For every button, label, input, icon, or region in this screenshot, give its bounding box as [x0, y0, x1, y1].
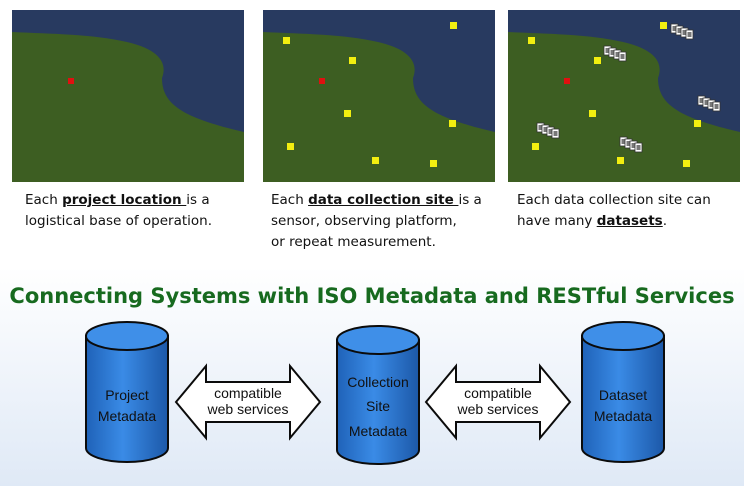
site-marker: [532, 143, 539, 150]
site-marker: [694, 120, 701, 127]
site-marker: [372, 157, 379, 164]
arrow-label: compatible: [464, 385, 532, 401]
site-marker: [589, 110, 596, 117]
caption-data-collection-site: Each data collection site is a sensor, o…: [271, 192, 482, 250]
site-marker: [283, 37, 290, 44]
site-marker: [528, 37, 535, 44]
project-marker: [68, 78, 74, 84]
land: [263, 32, 495, 182]
site-marker: [594, 57, 601, 64]
metadata-diagram: Project Metadata Collection Site Metadat…: [85, 321, 665, 465]
double-arrow-compatible-web-services: compatible web services: [424, 363, 572, 441]
land: [12, 32, 244, 182]
site-marker: [617, 157, 624, 164]
cylinder-project-metadata: Project Metadata: [85, 321, 169, 463]
site-marker: [344, 110, 351, 117]
highlight-term: datasets: [596, 213, 663, 229]
cylinder-dataset-metadata: Dataset Metadata: [581, 321, 665, 463]
site-marker: [450, 22, 457, 29]
land: [508, 32, 740, 182]
site-marker: [449, 120, 456, 127]
headline: Connecting Systems with ISO Metadata and…: [9, 284, 735, 308]
highlight-term: data collection site: [308, 192, 459, 208]
double-arrow-compatible-web-services: compatible web services: [174, 363, 322, 441]
arrow-label: web services: [457, 401, 539, 417]
cylinder-label: Site: [366, 398, 390, 414]
cylinder-label: Collection: [347, 374, 408, 390]
cylinder-label: Metadata: [349, 423, 408, 439]
cylinder-label: Dataset: [599, 387, 647, 403]
highlight-term: project location: [62, 192, 187, 208]
site-marker: [287, 143, 294, 150]
site-marker: [683, 160, 690, 167]
cylinder-collection-site-metadata: Collection Site Metadata: [336, 325, 420, 465]
site-marker: [660, 22, 667, 29]
project-marker: [319, 78, 325, 84]
map-panel-project-location: [12, 10, 244, 182]
arrow-label: compatible: [214, 385, 282, 401]
cylinder-label: Metadata: [594, 408, 653, 424]
map-panel-data-collection-sites: [263, 10, 495, 182]
project-marker: [564, 78, 570, 84]
caption-datasets: Each data collection site can have many …: [517, 192, 711, 229]
cylinder-label: Metadata: [98, 408, 157, 424]
caption-project-location: Each project location is a logistical ba…: [25, 192, 213, 229]
site-marker: [430, 160, 437, 167]
site-marker: [349, 57, 356, 64]
cylinder-label: Project: [105, 387, 149, 403]
arrow-label: web services: [207, 401, 289, 417]
map-panel-datasets: [508, 10, 740, 182]
